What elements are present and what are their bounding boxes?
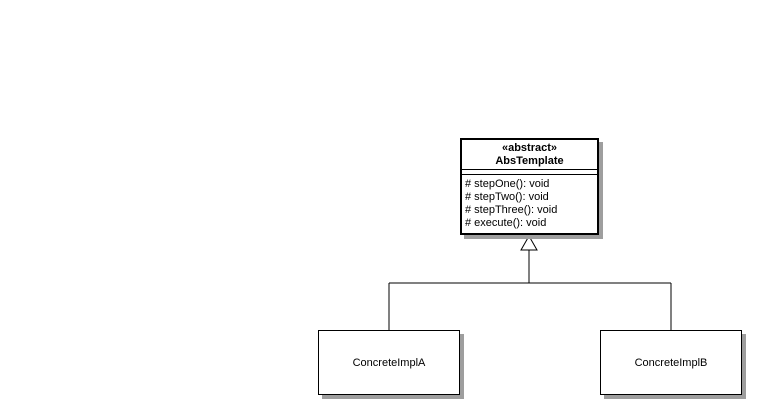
class-name: ConcreteImplA (352, 356, 426, 369)
attributes-compartment (462, 170, 597, 175)
class-name: AbsTemplate (495, 155, 564, 167)
class-stereotype: «abstract» (501, 142, 558, 154)
method-step-three: # stepThree(): void (465, 204, 558, 216)
generalization-triangle-icon (520, 234, 538, 251)
method-execute: # execute(): void (465, 217, 547, 229)
class-header: «abstract» AbsTemplate (462, 140, 597, 170)
class-box-abstemplate: «abstract» AbsTemplate # stepOne(): void… (460, 138, 599, 235)
class-name: ConcreteImplB (634, 356, 708, 369)
class-box-concreteimpla: ConcreteImplA (318, 330, 460, 395)
methods-compartment: # stepOne(): void # stepTwo(): void # st… (462, 175, 597, 233)
method-step-two: # stepTwo(): void (465, 191, 549, 203)
method-step-one: # stepOne(): void (465, 178, 550, 190)
class-box-concreteimplb: ConcreteImplB (600, 330, 742, 395)
